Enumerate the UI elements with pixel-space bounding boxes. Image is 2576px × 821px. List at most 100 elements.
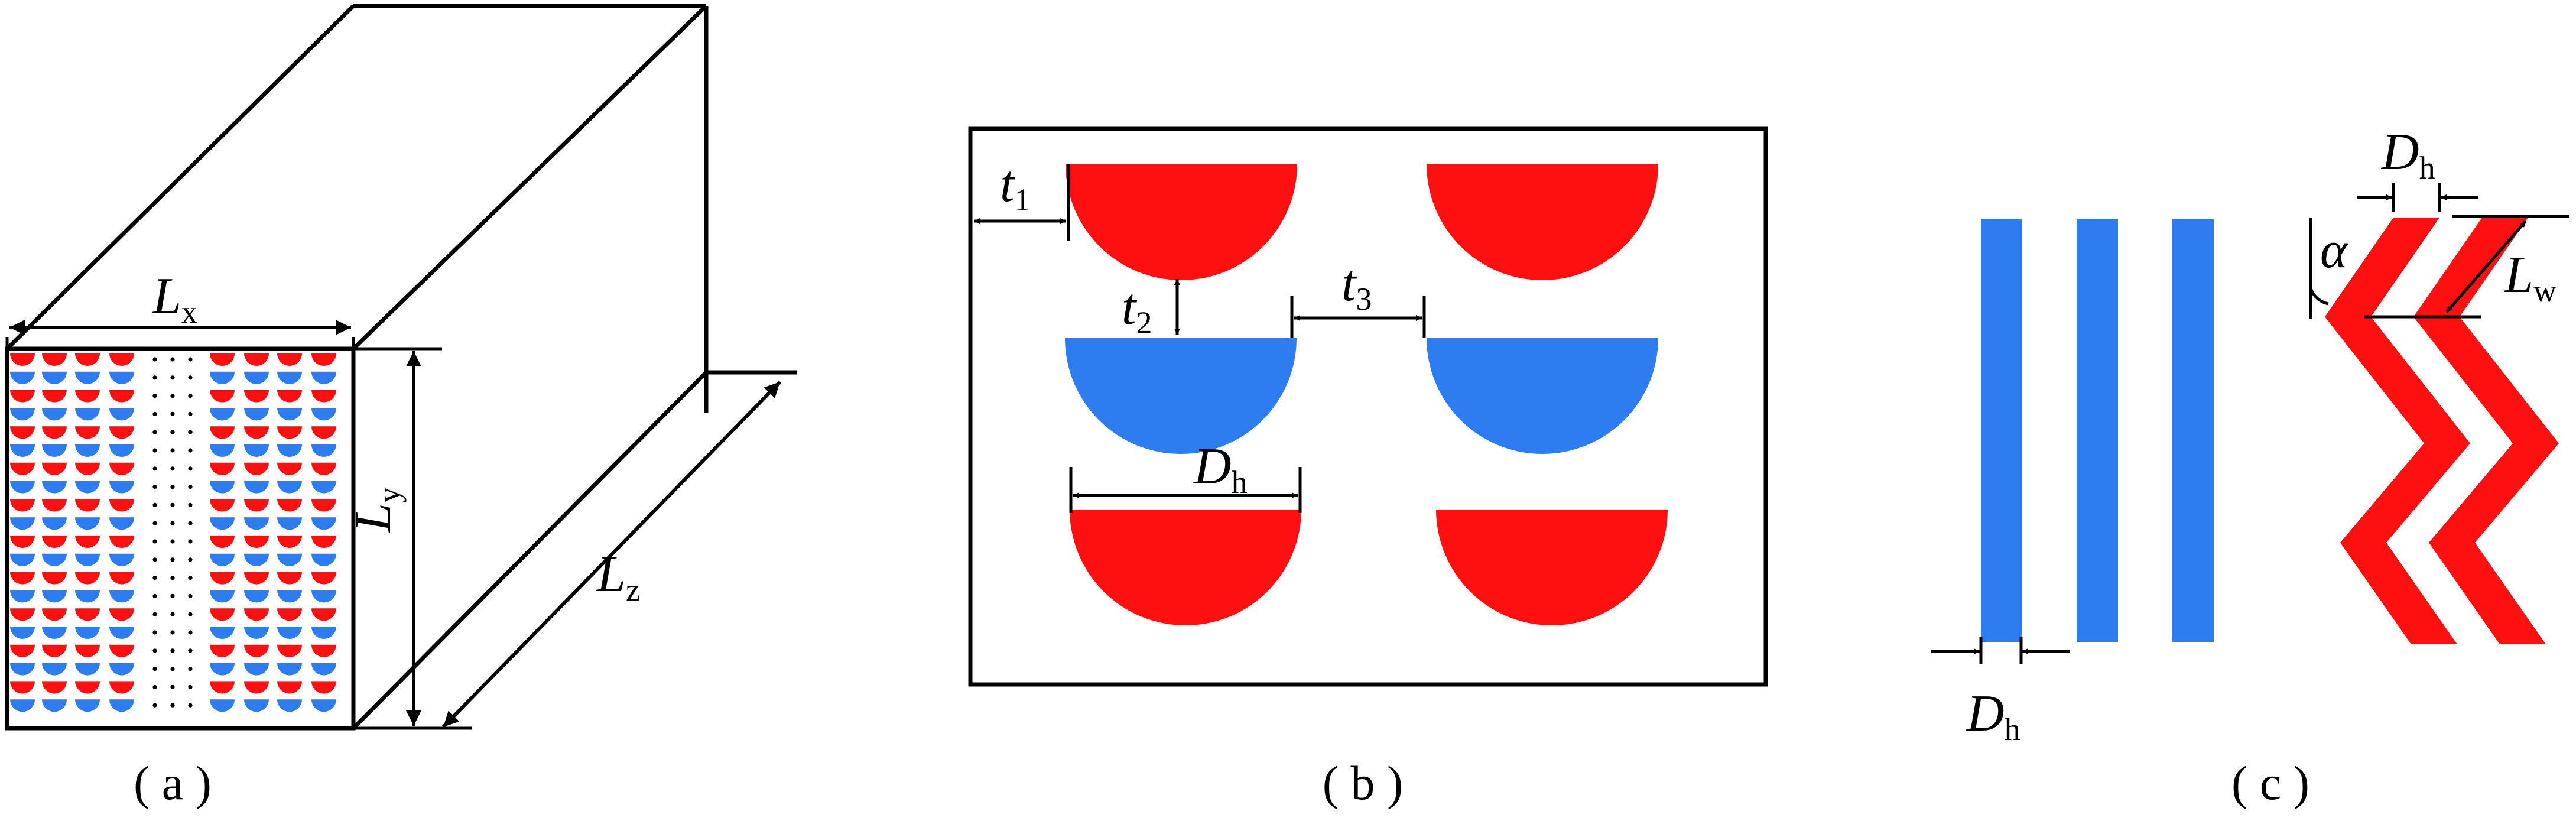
grid-semicircle: [10, 553, 35, 566]
grid-semicircle: [42, 353, 67, 366]
grid-semicircle: [277, 699, 302, 712]
t1-label: t1: [1000, 155, 1030, 218]
grid-semicircle: [109, 444, 134, 457]
grid-ellipsis-dot: [152, 357, 157, 362]
panel-a: Lx Ly Lz ( a ): [5, 4, 797, 810]
grid-ellipsis-dot: [170, 648, 175, 653]
grid-semicircle: [277, 590, 302, 603]
semicircle-channels: [1065, 164, 1668, 625]
unit-cell-frame: [968, 126, 1768, 687]
grid-semicircle: [210, 499, 235, 512]
grid-semicircle: [244, 590, 269, 603]
blue-semicircle-channel: [1427, 338, 1658, 454]
grid-semicircle: [311, 499, 336, 512]
grid-semicircle: [42, 462, 67, 475]
grid-semicircle: [42, 590, 67, 603]
grid-semicircle: [244, 572, 269, 585]
grid-semicircle: [277, 572, 302, 585]
zigzag-channels: [2325, 218, 2559, 644]
grid-semicircle: [75, 426, 100, 439]
grid-semicircle: [210, 390, 235, 403]
grid-semicircle: [10, 481, 35, 494]
grid-semicircle: [109, 353, 134, 366]
grid-semicircle: [109, 644, 134, 657]
grid-semicircle: [109, 426, 134, 439]
grid-ellipsis-dot: [152, 703, 157, 708]
grid-ellipsis-dot: [188, 667, 193, 671]
grid-semicircle: [311, 536, 336, 548]
grid-semicircle: [244, 627, 269, 639]
grid-semicircle: [277, 444, 302, 457]
grid-semicircle: [311, 371, 336, 384]
grid-ellipsis-dot: [170, 630, 175, 635]
grid-ellipsis-dot: [170, 593, 175, 599]
grid-ellipsis-dot: [170, 502, 175, 508]
grid-ellipsis-dot: [152, 630, 157, 635]
lz-label: Lz: [596, 546, 640, 608]
grid-semicircle: [42, 499, 67, 512]
grid-semicircle: [10, 699, 35, 712]
grid-semicircle: [109, 371, 134, 384]
grid-semicircle: [75, 353, 100, 366]
grid-ellipsis-dot: [152, 430, 157, 434]
grid-semicircle: [277, 390, 302, 403]
grid-semicircle: [244, 481, 269, 494]
grid-ellipsis-dot: [188, 448, 193, 453]
grid-semicircle: [75, 408, 100, 421]
grid-semicircle: [311, 627, 336, 639]
panel-b: t1 t2 t3 Dh ( b ): [968, 126, 1768, 810]
grid-ellipsis-dot: [152, 411, 157, 417]
grid-semicircle: [210, 608, 235, 621]
grid-semicircle: [109, 699, 134, 712]
grid-ellipsis-dot: [188, 411, 193, 417]
grid-semicircle: [75, 608, 100, 621]
grid-semicircle: [42, 572, 67, 585]
grid-semicircle: [10, 462, 35, 475]
red-semicircle-channel: [1427, 164, 1658, 280]
grid-semicircle: [109, 499, 134, 512]
front-face: [5, 346, 356, 731]
grid-ellipsis-dot: [152, 576, 157, 580]
grid-semicircle: [42, 371, 67, 384]
grid-semicircle: [109, 408, 134, 421]
grid-ellipsis-dot: [152, 539, 157, 544]
grid-semicircle: [42, 608, 67, 621]
grid-semicircle: [75, 553, 100, 566]
red-semicircle-channel: [1070, 510, 1301, 625]
grid-semicircle: [75, 481, 100, 494]
grid-semicircle: [42, 627, 67, 639]
lw-arrow: [2445, 220, 2527, 313]
grid-semicircle: [109, 681, 134, 694]
grid-semicircle: [277, 517, 302, 530]
grid-ellipsis-dot: [188, 502, 193, 508]
grid-semicircle: [10, 572, 35, 585]
grid-semicircle: [75, 663, 100, 676]
grid-semicircle: [277, 353, 302, 366]
grid-semicircle: [10, 390, 35, 403]
grid-ellipsis-dot: [170, 394, 175, 398]
grid-semicircle: [311, 644, 336, 657]
grid-semicircle: [210, 371, 235, 384]
grid-semicircle: [42, 517, 67, 530]
grid-semicircle: [210, 572, 235, 585]
grid-ellipsis-dot: [152, 648, 157, 653]
grid-ellipsis-dot: [170, 703, 175, 708]
straight-channel: [2077, 219, 2118, 642]
grid-ellipsis-dot: [188, 703, 193, 708]
grid-ellipsis-dot: [152, 448, 157, 453]
grid-semicircle: [10, 371, 35, 384]
grid-semicircle: [109, 608, 134, 621]
grid-semicircle: [10, 644, 35, 657]
grid-semicircle: [277, 481, 302, 494]
grid-ellipsis-dot: [170, 684, 175, 689]
grid-semicircle: [210, 590, 235, 603]
grid-semicircle: [75, 499, 100, 512]
grid-semicircle: [277, 536, 302, 548]
grid-semicircle: [210, 663, 235, 676]
caption-c: ( c ): [2231, 756, 2309, 810]
grid-ellipsis-dot: [152, 521, 157, 525]
grid-ellipsis-dot: [152, 466, 157, 471]
grid-semicircle: [75, 517, 100, 530]
red-semicircle-channel: [1436, 510, 1668, 625]
